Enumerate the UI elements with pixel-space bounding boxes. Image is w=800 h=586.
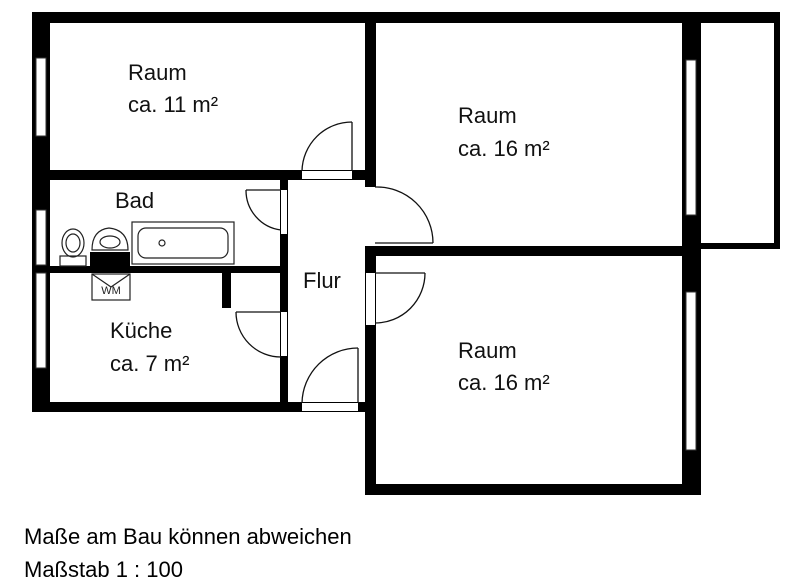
bathroom-name: Bad <box>115 188 154 213</box>
room-bottom-right-name: Raum <box>458 338 517 363</box>
fixtures: WM <box>59 221 235 301</box>
scale-label: Maßstab 1 : 100 <box>24 557 183 582</box>
door-gaps <box>281 171 375 411</box>
dimensions-disclaimer: Maße am Bau können abweichen <box>24 524 352 549</box>
wall-bath-kitchen <box>32 266 282 273</box>
door-swing-icon <box>301 121 353 172</box>
room-top-right-name: Raum <box>458 103 517 128</box>
room-labels: Raum ca. 11 m² Raum ca. 16 m² Bad Flur K… <box>110 60 550 395</box>
door-swing-icon <box>301 347 359 404</box>
wall-partition-center <box>365 12 376 187</box>
hallway-name: Flur <box>303 268 341 293</box>
room-bottom-right-area: ca. 16 m² <box>458 370 550 395</box>
window-icon <box>685 59 697 216</box>
window-icon <box>35 57 47 137</box>
washing-machine-icon: WM <box>91 273 131 301</box>
wall-stub-kitchen <box>222 266 231 308</box>
wall-partition-lower <box>365 255 376 495</box>
kitchen-area: ca. 7 m² <box>110 351 189 376</box>
wall-between-right-rooms <box>365 246 701 256</box>
wall-bottom-right <box>365 484 701 495</box>
room-top-right-area: ca. 16 m² <box>458 136 550 161</box>
door-swing-icon <box>374 186 434 244</box>
wall-bottom-room-tl <box>32 170 376 180</box>
wall-far-right <box>774 12 780 247</box>
wall-far-right-bottom <box>700 243 780 249</box>
wall-bottom-left <box>32 402 368 412</box>
sink-icon <box>90 227 130 266</box>
door-swing-icon <box>245 189 282 231</box>
window-icon <box>35 209 47 266</box>
floor-plan: WM Raum ca. 11 m² Raum ca. 16 m² Bad Flu… <box>32 12 780 495</box>
room-top-left-area: ca. 11 m² <box>128 92 218 117</box>
toilet-icon <box>59 228 87 267</box>
wall-hallway-left <box>280 170 288 412</box>
doors <box>235 121 434 404</box>
door-swing-icon <box>235 311 282 358</box>
door-swing-icon <box>374 272 426 324</box>
bathtub-icon <box>131 221 235 265</box>
room-top-left-name: Raum <box>128 60 187 85</box>
window-icon <box>35 272 47 369</box>
wall-top <box>32 12 780 23</box>
kitchen-name: Küche <box>110 318 172 343</box>
washing-machine-label: WM <box>101 285 121 297</box>
window-icon <box>685 291 697 451</box>
